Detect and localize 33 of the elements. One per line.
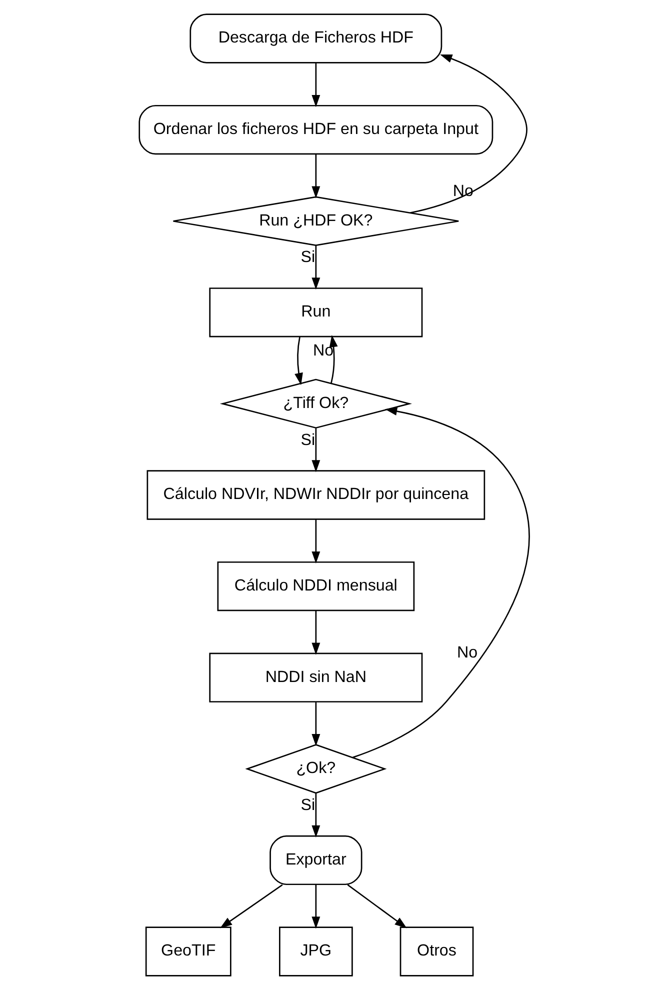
edge-label: Si bbox=[300, 248, 316, 266]
arrow bbox=[352, 407, 530, 758]
arrow bbox=[312, 884, 320, 929]
arrow bbox=[312, 154, 320, 198]
arrow bbox=[312, 428, 320, 472]
arrow bbox=[410, 54, 528, 214]
arrow bbox=[294, 336, 303, 386]
node-box: Ordenar los ficheros HDF en su carpeta Input bbox=[138, 104, 494, 155]
node-diamond: ¿Tiff Ok? bbox=[220, 378, 412, 429]
node-box: Run bbox=[209, 288, 423, 338]
arrow bbox=[347, 884, 407, 928]
arrow bbox=[312, 63, 320, 108]
node-box: Exportar bbox=[270, 835, 362, 886]
node-box: NDDI sin NaN bbox=[209, 652, 423, 702]
edge-label: No bbox=[457, 643, 478, 662]
edge-label: Si bbox=[300, 796, 316, 814]
node-box: JPG bbox=[279, 926, 353, 976]
arrow bbox=[312, 702, 320, 746]
node-box: GeoTIF bbox=[145, 926, 232, 976]
node-box: Cálculo NDDI mensual bbox=[217, 561, 415, 612]
arrow bbox=[312, 246, 320, 290]
node-box: Otros bbox=[400, 926, 474, 976]
node-diamond: Run ¿HDF OK? bbox=[172, 196, 460, 246]
node-box: Descarga de Ficheros HDF bbox=[190, 14, 442, 64]
arrow bbox=[329, 335, 338, 384]
node-box: Cálculo NDVIr, NDWIr NDDIr por quincena bbox=[146, 470, 486, 520]
arrow bbox=[220, 884, 283, 928]
edge-label: Si bbox=[300, 430, 316, 449]
arrow bbox=[312, 610, 320, 655]
node-diamond: ¿Ok? bbox=[245, 744, 387, 794]
arrow bbox=[312, 520, 320, 564]
arrow bbox=[312, 794, 320, 838]
edge-label: No bbox=[313, 342, 334, 360]
